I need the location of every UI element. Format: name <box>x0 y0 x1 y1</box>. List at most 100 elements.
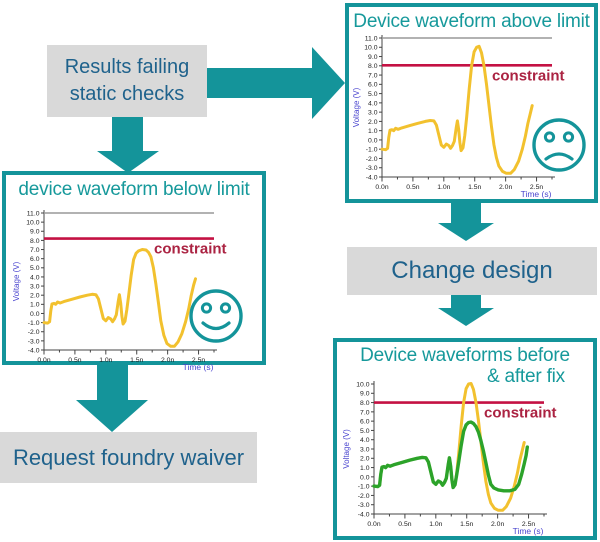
svg-text:6.0: 6.0 <box>360 419 370 426</box>
arrow-change-to-fix-shaft <box>451 295 481 308</box>
svg-text:1.5n: 1.5n <box>468 184 481 191</box>
arrow-below-to-waiver-head <box>76 400 148 432</box>
svg-text:9.0: 9.0 <box>368 54 378 61</box>
svg-text:4.0: 4.0 <box>368 100 378 107</box>
svg-text:2.0n: 2.0n <box>491 521 504 528</box>
svg-text:0.0n: 0.0n <box>37 357 50 364</box>
svg-text:-4.0: -4.0 <box>366 174 378 181</box>
arrow-below-to-waiver-shaft <box>97 365 128 400</box>
svg-text:-3.0: -3.0 <box>358 502 370 509</box>
svg-text:11.0: 11.0 <box>365 35 378 42</box>
constraint-label: constraint <box>484 405 557 422</box>
node-waiver-label: Request foundry waiver <box>12 444 245 470</box>
svg-text:1.0n: 1.0n <box>99 357 112 364</box>
svg-text:-2.0: -2.0 <box>358 493 370 500</box>
panel-below-limit: device waveform below limit <box>2 171 266 365</box>
svg-text:0.5n: 0.5n <box>406 184 419 191</box>
chart-before-after-fix: 10.09.08.07.06.05.04.03.02.01.00.0-1.0-2… <box>342 381 557 536</box>
svg-text:10.0: 10.0 <box>26 220 39 227</box>
arrow-above-to-change-head <box>438 223 494 241</box>
y-axis-label: Voltage (V) <box>352 87 361 127</box>
panel-before-after-fix: Device waveforms before & after fix <box>333 338 597 540</box>
svg-text:3.0: 3.0 <box>360 446 370 453</box>
svg-text:4.0: 4.0 <box>360 437 370 444</box>
svg-text:10.0: 10.0 <box>364 45 377 52</box>
svg-text:4.0: 4.0 <box>30 274 40 281</box>
svg-text:2.0: 2.0 <box>368 119 378 126</box>
svg-text:2.0n: 2.0n <box>499 184 512 191</box>
svg-text:8.0: 8.0 <box>368 63 378 70</box>
svg-text:2.5n: 2.5n <box>522 521 535 528</box>
constraint-label: constraint <box>154 241 227 258</box>
waveform-after-fix <box>372 420 529 493</box>
chart-below-limit: 11.0 10.0 9.0 8.0 7.0 6.0 5.0 4.0 3.0 2.0 1.0 0.0 -1… <box>12 210 227 372</box>
x-axis-label: Time (s) <box>183 362 214 372</box>
svg-text:2.0: 2.0 <box>30 293 40 300</box>
svg-text:6.0: 6.0 <box>30 256 40 263</box>
svg-text:2.5n: 2.5n <box>192 357 205 364</box>
arrow-results-to-below-head <box>97 151 159 173</box>
svg-text:1.0: 1.0 <box>368 128 378 135</box>
svg-text:0.5n: 0.5n <box>398 521 411 528</box>
svg-text:1.0: 1.0 <box>360 465 370 472</box>
y-axis-label: Voltage (V) <box>342 429 351 469</box>
svg-text:1.5n: 1.5n <box>460 521 473 528</box>
arrow-results-to-above-shaft <box>207 68 314 98</box>
chart-above-limit: 11.010.09.08.07.06.05.04.03.02.01.00.0-1… <box>352 35 565 199</box>
node-request-foundry-waiver: Request foundry waiver <box>0 432 257 483</box>
constraint-label: constraint <box>492 67 565 84</box>
panel-fix-title-line1: Device waveforms before <box>360 345 570 366</box>
svg-text:9.0: 9.0 <box>360 391 370 398</box>
svg-text:9.0: 9.0 <box>30 229 40 236</box>
svg-text:-4.0: -4.0 <box>358 511 370 518</box>
svg-text:5.0: 5.0 <box>30 265 40 272</box>
svg-text:2.0: 2.0 <box>360 456 370 463</box>
x-axis-label: Time (s) <box>513 526 544 536</box>
svg-text:-3.0: -3.0 <box>366 165 378 172</box>
svg-text:0.0n: 0.0n <box>367 521 380 528</box>
panel-fix-title-line2: & after fix <box>486 366 565 387</box>
svg-text:3.0: 3.0 <box>368 110 378 117</box>
svg-text:-1.0: -1.0 <box>28 320 40 327</box>
svg-text:7.0: 7.0 <box>368 72 378 79</box>
svg-text:8.0: 8.0 <box>360 400 370 407</box>
svg-text:1.0n: 1.0n <box>437 184 450 191</box>
svg-text:0.0: 0.0 <box>30 311 40 318</box>
node-results-line1: Results failing <box>64 56 190 78</box>
x-axis-label: Time (s) <box>521 189 552 199</box>
panel-above-limit-title: Device waveform above limit <box>353 11 590 32</box>
svg-text:0.0: 0.0 <box>368 137 378 144</box>
svg-text:-4.0: -4.0 <box>28 347 40 354</box>
arrow-results-to-below-shaft <box>112 117 143 151</box>
svg-text:6.0: 6.0 <box>368 82 378 89</box>
svg-text:0.0: 0.0 <box>360 474 370 481</box>
node-change-label: Change design <box>391 257 553 284</box>
arrow-results-to-above-head <box>312 47 345 119</box>
svg-text:11.0: 11.0 <box>27 210 40 217</box>
node-results-failing: Results failing static checks <box>47 45 207 117</box>
waveform-device-waveform <box>42 248 197 348</box>
svg-text:-1.0: -1.0 <box>358 484 370 491</box>
arrow-above-to-change-shaft <box>451 203 481 223</box>
node-results-line2: static checks <box>69 83 185 105</box>
svg-text:-2.0: -2.0 <box>366 156 378 163</box>
panel-below-limit-title: device waveform below limit <box>18 179 250 200</box>
svg-text:2.0n: 2.0n <box>161 357 174 364</box>
svg-text:0.0n: 0.0n <box>375 184 388 191</box>
waveform-device-waveform <box>380 44 534 175</box>
svg-text:0.5n: 0.5n <box>68 357 81 364</box>
svg-text:-1.0: -1.0 <box>366 147 378 154</box>
svg-text:3.0: 3.0 <box>30 283 40 290</box>
svg-text:5.0: 5.0 <box>360 428 370 435</box>
arrow-change-to-fix-head <box>438 308 494 326</box>
svg-text:-3.0: -3.0 <box>28 338 40 345</box>
svg-text:1.0: 1.0 <box>30 302 40 309</box>
svg-text:7.0: 7.0 <box>360 409 370 416</box>
svg-text:8.0: 8.0 <box>30 238 40 245</box>
svg-text:2.5n: 2.5n <box>530 184 543 191</box>
svg-text:7.0: 7.0 <box>30 247 40 254</box>
svg-text:1.5n: 1.5n <box>130 357 143 364</box>
svg-text:-2.0: -2.0 <box>28 329 40 336</box>
smiley-face-icon <box>189 289 243 343</box>
